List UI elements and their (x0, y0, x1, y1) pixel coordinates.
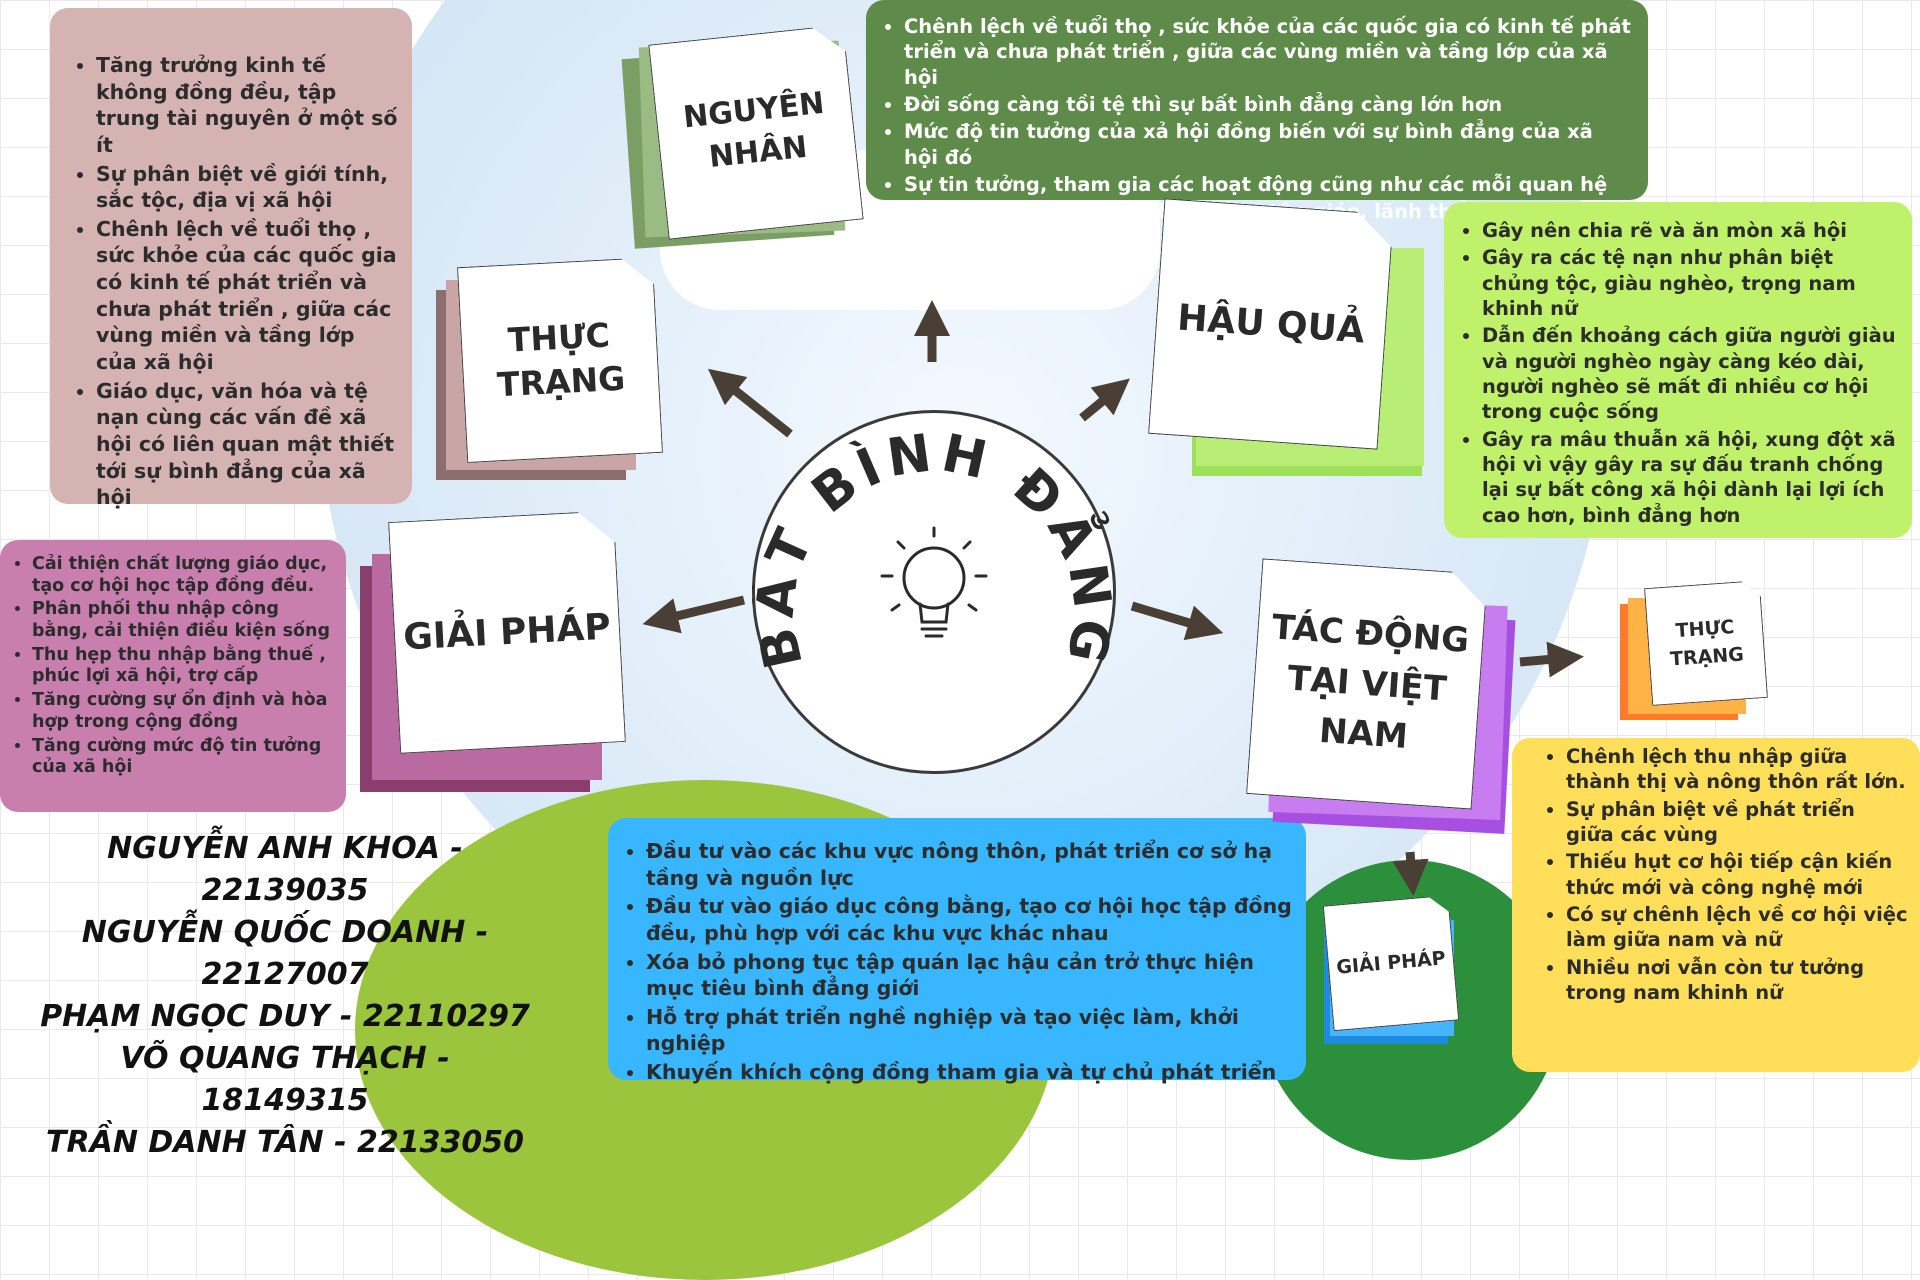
list-item: Cải thiện chất lượng giáo dục, tạo cơ hộ… (32, 554, 334, 597)
lightbulb-icon (880, 526, 988, 638)
list-item: Thiếu hụt cơ hội tiếp cận kiến thức mới … (1566, 849, 1908, 900)
list-item: Mức độ tin tưởng của xả hội đồng biến vớ… (904, 119, 1632, 170)
list-item: Tăng trưởng kinh tế không đồng đều, tập … (96, 52, 398, 159)
list-vn-giai-phap: Đầu tư vào các khu vực nông thôn, phát t… (614, 838, 1294, 1086)
list-item: Tăng cường sự ổn định và hòa hợp trong c… (32, 690, 334, 733)
list-item: Chênh lệch thu nhập giữa thành thị và nô… (1566, 744, 1908, 795)
list-thuc-trang: Tăng trưởng kinh tế không đồng đều, tập … (64, 52, 398, 511)
arrow-to-hau-qua (1079, 378, 1130, 422)
list-item: Tăng cường mức độ tin tưởng của xã hội (32, 736, 334, 779)
list-item: Sự tin tưởng, tham gia các hoạt động cũn… (904, 172, 1632, 197)
list-item: Gây ra các tệ nạn như phân biệt chủng tộ… (1482, 245, 1900, 321)
box-giai-phap: Cải thiện chất lượng giáo dục, tạo cơ hộ… (0, 540, 346, 812)
list-item: Sự phân biệt về giới tính, sắc tộc, địa … (96, 161, 398, 214)
list-item: Thu hẹp thu nhập bằng thuế , phúc lợi xã… (32, 645, 334, 688)
center-title-svg: BẤT BÌNH ĐẲNG (752, 423, 1116, 674)
list-item: Gây ra mâu thuẫn xã hội, xung đột xã hội… (1482, 427, 1900, 528)
list-item: Gây nên chia rẽ và ăn mòn xã hội (1482, 218, 1900, 243)
authors-block: NGUYỄN ANH KHOA - 22139035 NGUYỄN QUỐC D… (40, 828, 530, 1164)
list-nguyen-nhan: Chênh lệch về tuổi thọ , sức khỏe của cá… (872, 14, 1632, 225)
box-thuc-trang: Tăng trưởng kinh tế không đồng đều, tập … (50, 8, 412, 509)
note-vn-thuc-trang: THỰC TRẠNG (1620, 584, 1770, 724)
box-vn-thuc-trang: Chênh lệch thu nhập giữa thành thị và nô… (1512, 738, 1920, 1072)
list-item: Đời sống càng tồi tệ thì sự bất bình đẳn… (904, 92, 1632, 117)
list-item: Đầu tư vào các khu vực nông thôn, phát t… (646, 838, 1294, 891)
arrow-to-vn-giai-phap (1392, 851, 1429, 896)
arrow-to-vn-thuc-trang (1519, 641, 1584, 678)
center-circle (752, 410, 1116, 774)
author-line: VÕ QUANG THẠCH - 18149315 (120, 1041, 450, 1118)
box-vn-giai-phap: Đầu tư vào các khu vực nông thôn, phát t… (608, 818, 1306, 1084)
list-vn-thuc-trang: Chênh lệch thu nhập giữa thành thị và nô… (1534, 744, 1908, 1005)
list-item: Dẫn đến khoảng cách giữa người giàu và n… (1482, 323, 1900, 424)
box-hau-qua: Gây nên chia rẽ và ăn mòn xã hội Gây ra … (1444, 202, 1912, 538)
list-item: Hỗ trợ phát triển nghề nghiệp và tạo việ… (646, 1004, 1294, 1057)
list-item: Có sự chênh lệch về cơ hội việc làm giữa… (1566, 902, 1908, 953)
list-item: Đầu tư vào giáo dục công bằng, tạo cơ hộ… (646, 893, 1294, 946)
note-vn-giai-phap: GIẢI PHÁP (1310, 900, 1460, 1046)
list-item: Sự phân biệt về phát triển giữa các vùng (1566, 797, 1908, 848)
note-hau-qua: HẬU QUẢ (1156, 200, 1430, 476)
author-line: TRẦN DANH TÂN - 22133050 (46, 1125, 524, 1160)
author-line: PHẠM NGỌC DUY - 22110297 (40, 999, 530, 1034)
list-item: Chênh lệch về tuổi thọ , sức khỏe của cá… (904, 14, 1632, 90)
list-item: Xóa bỏ phong tục tập quán lạc hậu cản tr… (646, 949, 1294, 1002)
arrows-layer (642, 300, 1584, 896)
list-item: Giáo dục, văn hóa và tệ nạn cùng các vấn… (96, 378, 398, 511)
list-item: Phân phối thu nhập công bằng, cải thiện … (32, 599, 334, 642)
arrow-to-thuc-trang (707, 368, 793, 438)
author-line: NGUYỄN QUỐC DOANH - 22127007 (81, 915, 489, 992)
list-item: Chênh lệch về tuổi thọ , sức khỏe của cá… (96, 216, 398, 376)
arrow-to-tac-dong (1130, 601, 1224, 641)
arrow-to-giai-phap (642, 595, 746, 634)
note-thuc-trang: THỰC TRẠNG (432, 258, 664, 484)
list-hau-qua: Gây nên chia rẽ và ăn mòn xã hội Gây ra … (1450, 218, 1900, 528)
list-item: Nhiều nơi vẫn còn tư tưởng trong nam khi… (1566, 955, 1908, 1006)
list-giai-phap: Cải thiện chất lượng giáo dục, tạo cơ hộ… (0, 554, 334, 779)
author-line: NGUYỄN ANH KHOA - 22139035 (107, 831, 463, 908)
note-giai-phap: GIẢI PHÁP (360, 516, 620, 792)
box-nguyen-nhan: Chênh lệch về tuổi thọ , sức khỏe của cá… (866, 0, 1648, 223)
